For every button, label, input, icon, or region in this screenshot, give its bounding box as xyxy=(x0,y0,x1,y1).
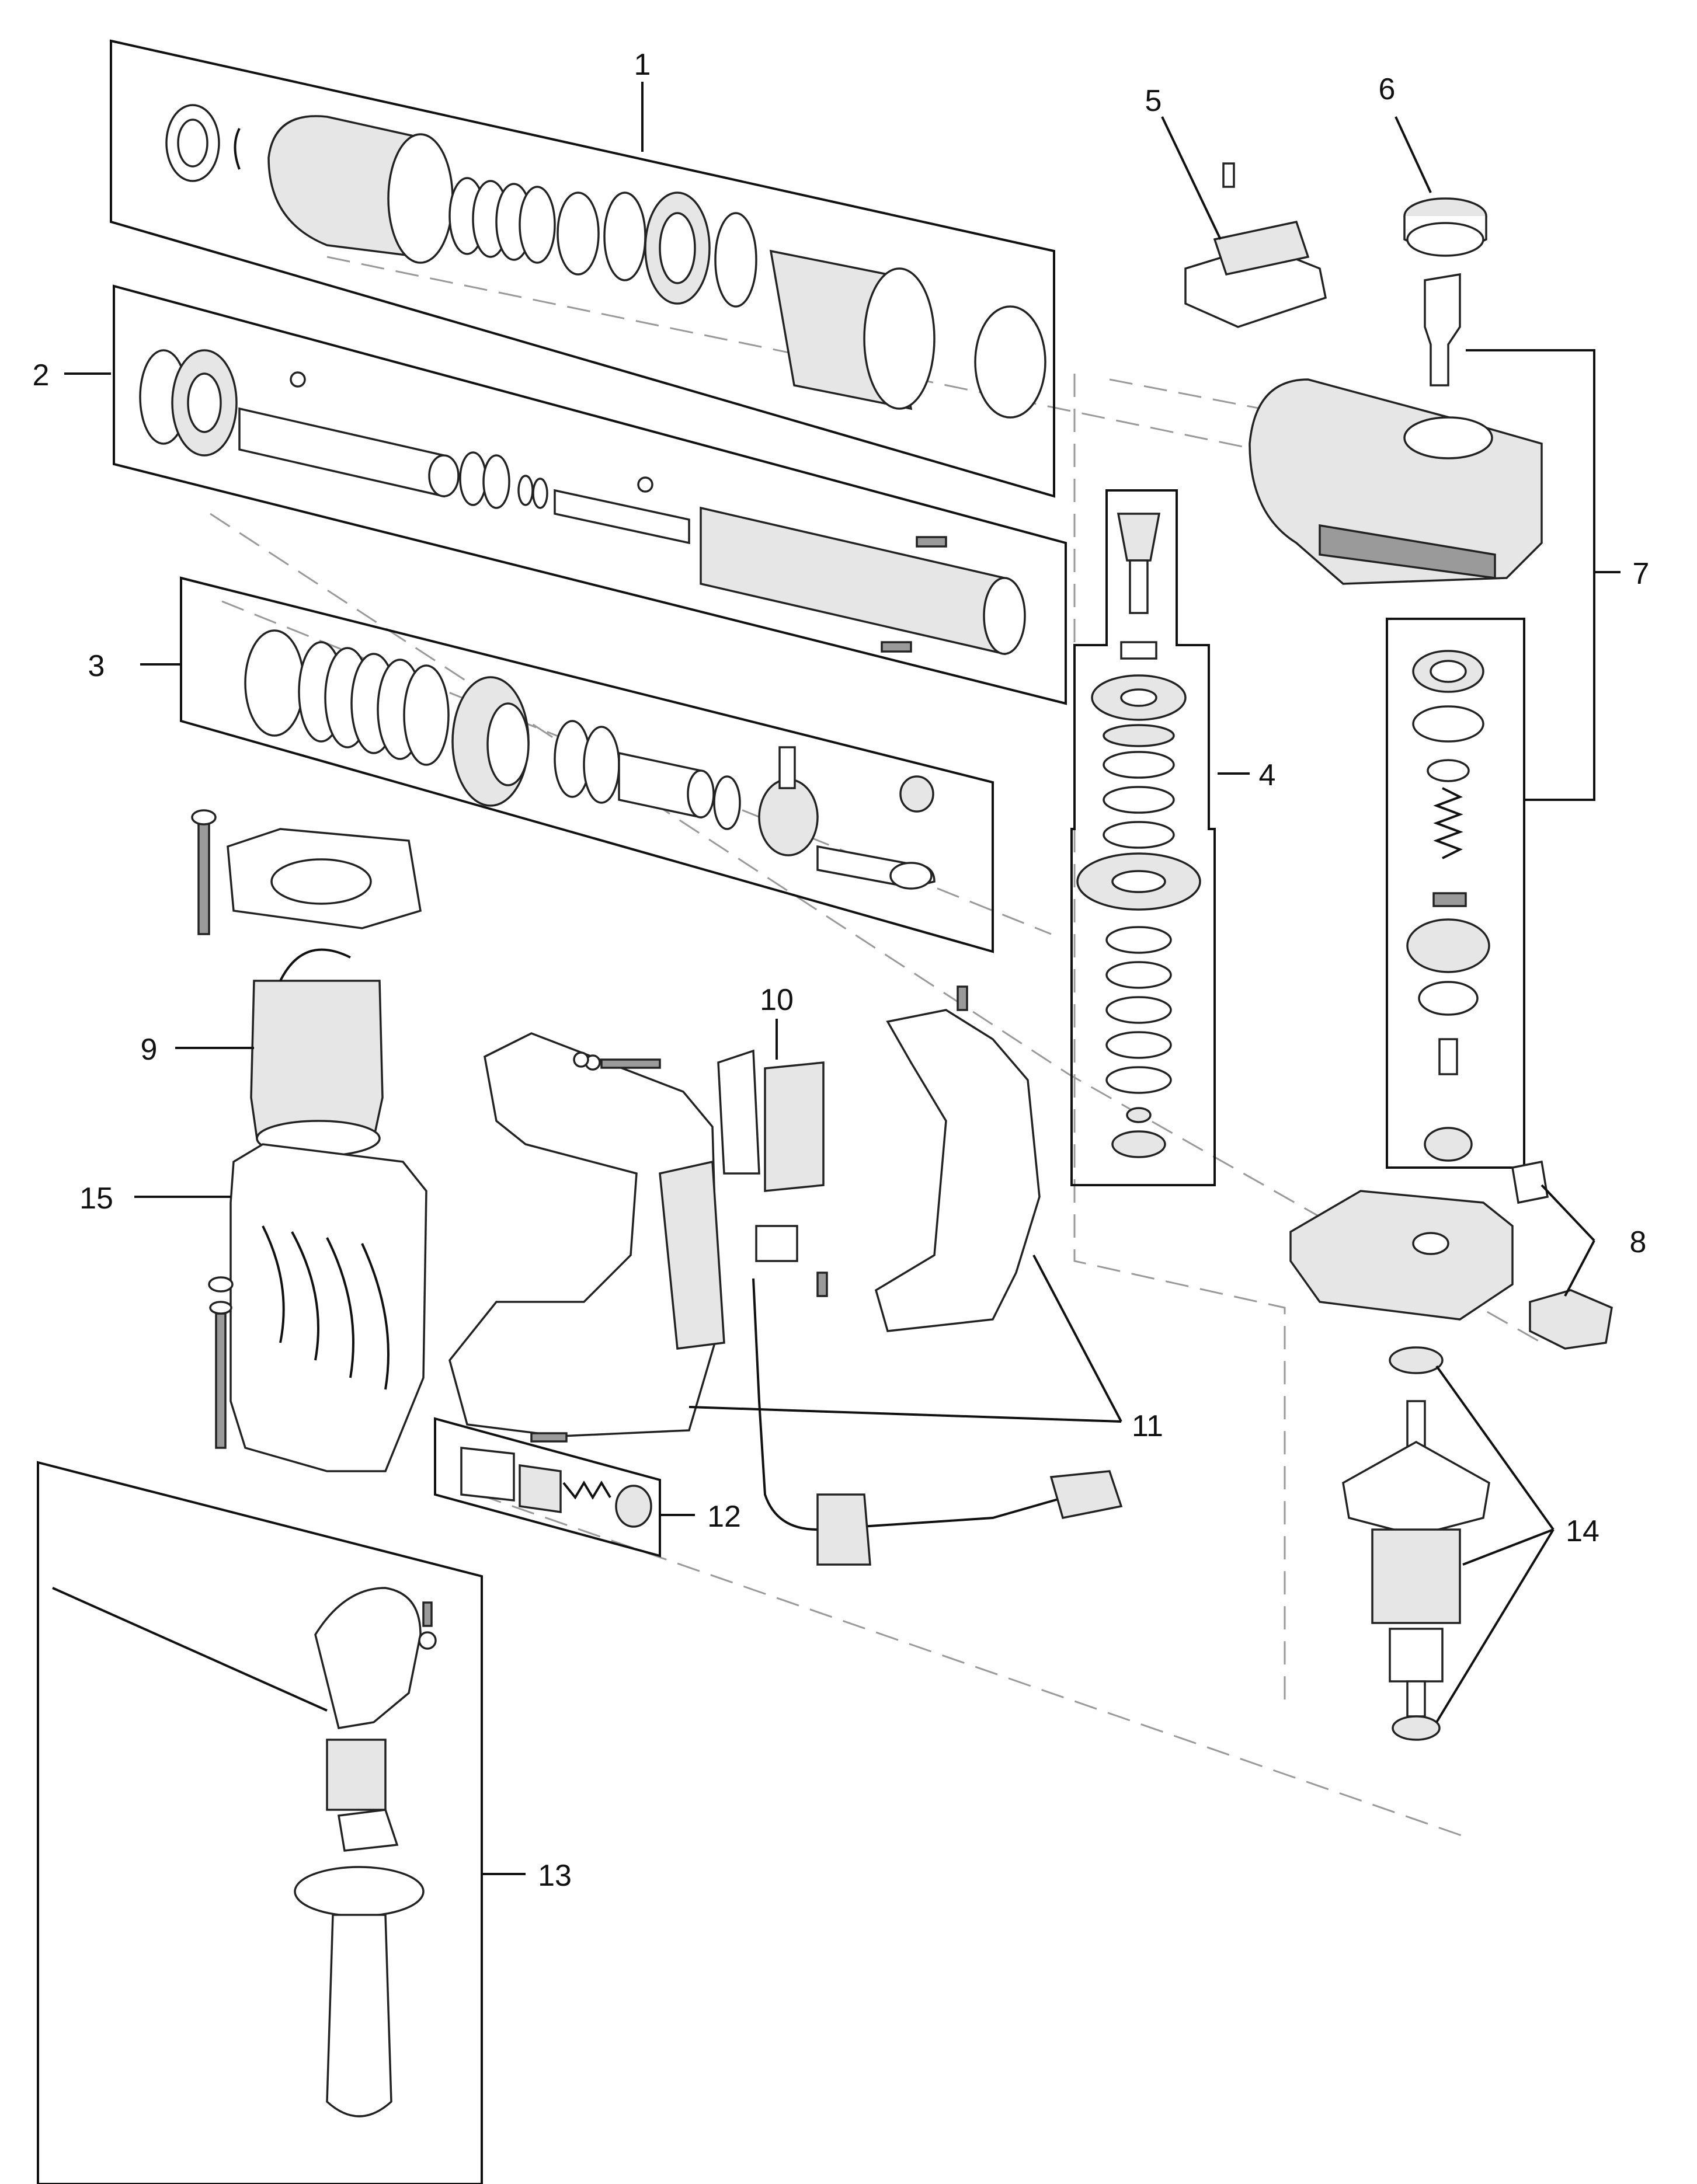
group-3-impact-mechanism xyxy=(180,576,994,953)
callout-15: 15 xyxy=(79,1182,113,1215)
group-4-gear-stack xyxy=(1070,489,1216,1186)
group-3-frame xyxy=(180,576,994,953)
callout-3: 3 xyxy=(88,649,105,683)
group-7-gear-housing xyxy=(1249,273,1543,1169)
motor-cap-plate xyxy=(191,809,422,935)
callout-9: 9 xyxy=(141,1033,158,1067)
group-3-spring-coils xyxy=(298,641,450,766)
group-13-frame xyxy=(37,1461,483,2184)
callout-12: 12 xyxy=(707,1500,741,1534)
callout-11: 11 xyxy=(1132,1409,1163,1443)
group-2-spindle-assembly xyxy=(113,284,1067,705)
group-6-cap xyxy=(1403,197,1487,257)
group-8-lower-housing xyxy=(1289,1160,1613,1350)
callout-1: 1 xyxy=(634,48,651,82)
power-cable xyxy=(752,1278,1123,1566)
group-14-armature xyxy=(1342,1346,1490,1741)
callout-7: 7 xyxy=(1633,557,1650,591)
callout-8: 8 xyxy=(1630,1225,1647,1259)
group-15-motor-housing xyxy=(208,1143,427,1472)
callout-5: 5 xyxy=(1145,84,1162,118)
group-1-frame xyxy=(110,39,1055,498)
group-5-mode-selector xyxy=(1184,162,1327,328)
callout-6: 6 xyxy=(1379,72,1396,106)
group-4-frame xyxy=(1070,489,1216,1186)
group-2-frame xyxy=(113,284,1067,705)
leader-lines xyxy=(64,82,1621,1875)
callout-2: 2 xyxy=(33,358,50,392)
callout-labels: 1 2 3 4 5 6 7 8 9 10 11 12 13 14 15 xyxy=(33,48,1650,1893)
callout-13: 13 xyxy=(538,1859,572,1893)
callout-14: 14 xyxy=(1566,1514,1599,1548)
group-1-chuck-assembly xyxy=(110,39,1055,498)
group-12-frame xyxy=(434,1417,661,1558)
group-9-field-coil xyxy=(250,948,384,1157)
group-12-brush-holder xyxy=(434,1417,661,1558)
group-11-handle xyxy=(448,985,1041,1437)
group-13-side-handle xyxy=(37,1461,483,2184)
callout-10: 10 xyxy=(760,983,794,1017)
group-10-switch xyxy=(717,1049,825,1262)
group-1-springs xyxy=(448,177,556,264)
callout-4: 4 xyxy=(1259,758,1276,792)
